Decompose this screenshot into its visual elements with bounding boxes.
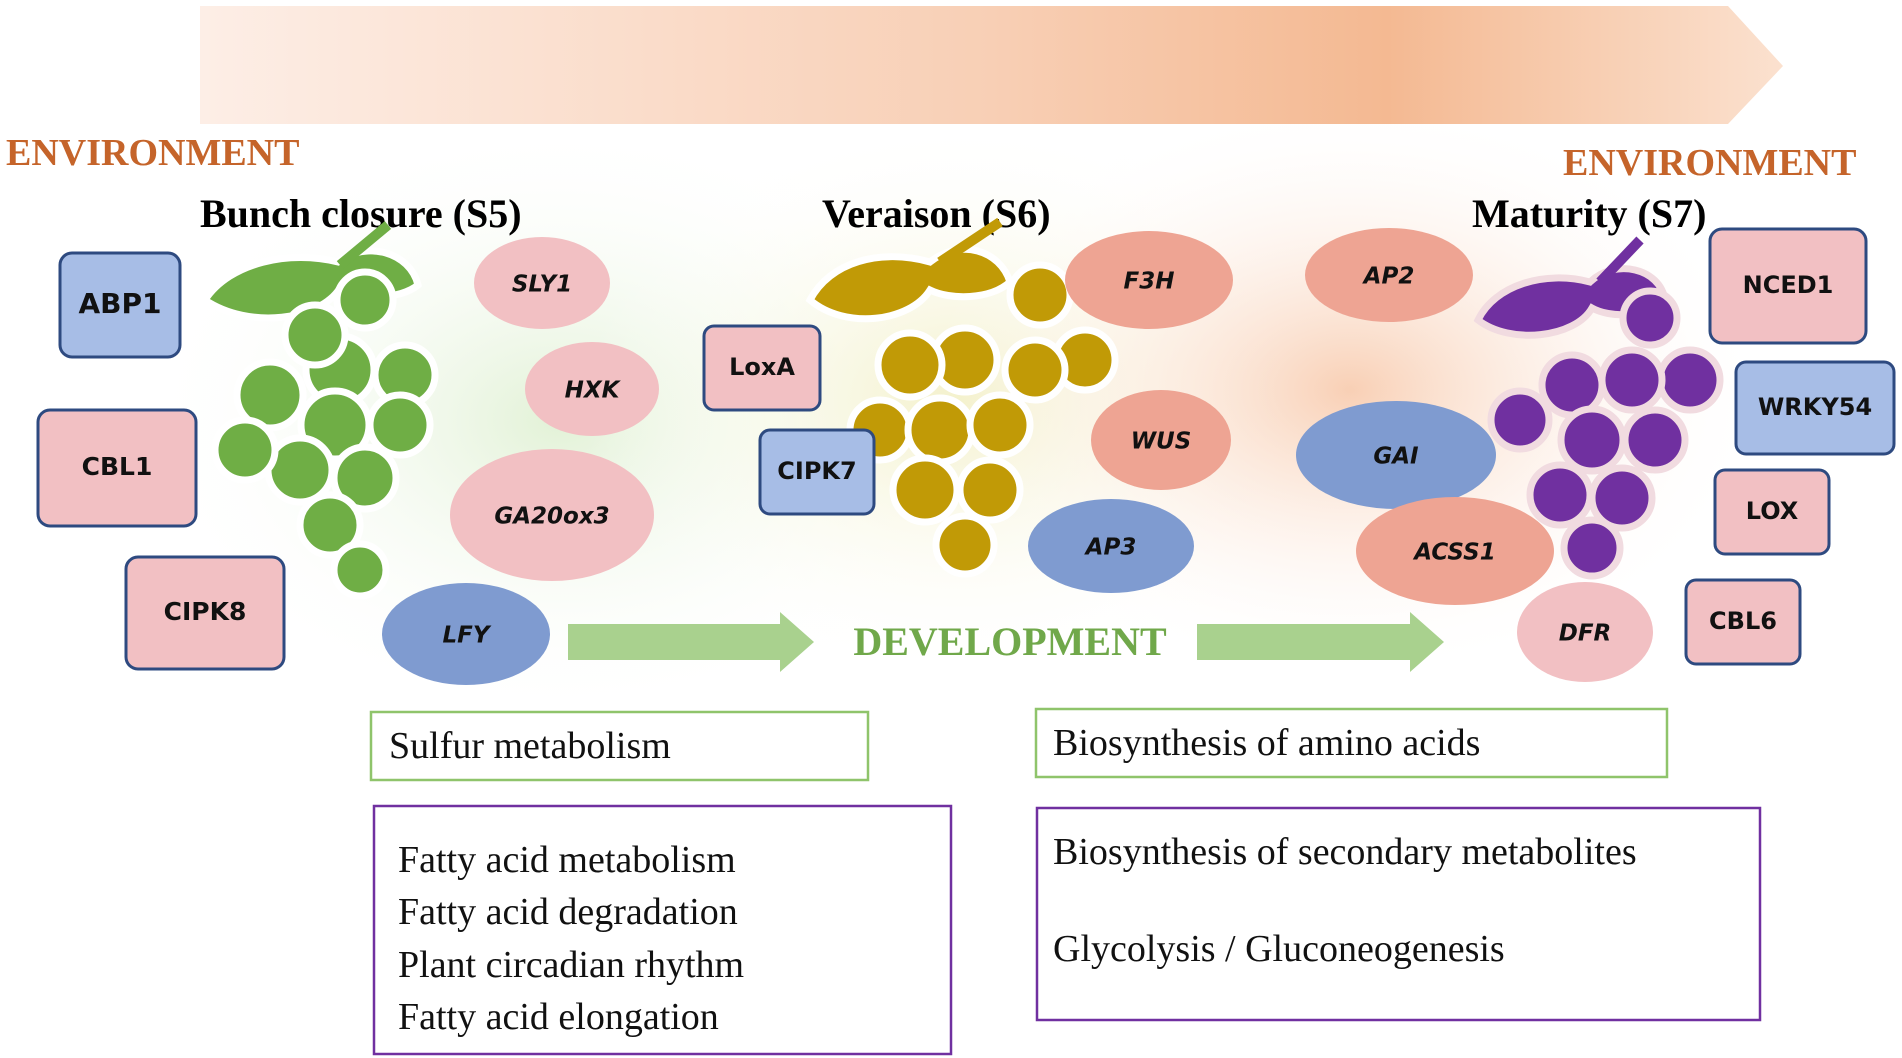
gene-lfy: LFY — [382, 583, 550, 685]
svg-text:SLY1: SLY1 — [512, 272, 572, 298]
svg-text:LFY: LFY — [442, 623, 491, 649]
svg-text:ACSS1: ACSS1 — [1412, 540, 1495, 566]
gene-cbl1: CBL1 — [36, 408, 198, 528]
pathway-box-secondary-metabolites: Biosynthesis of secondary metabolites Gl… — [1035, 806, 1762, 1022]
development-arrow-right — [1197, 612, 1444, 672]
gene-acss1: ACSS1 — [1356, 497, 1554, 605]
gene-ga20ox3: GA20ox3 — [450, 449, 654, 581]
svg-text:DFR: DFR — [1559, 621, 1612, 647]
gene-abp1: ABP1 — [58, 251, 182, 359]
gene-cipk7: CIPK7 — [758, 428, 876, 516]
svg-text:HXK: HXK — [565, 378, 622, 404]
gene-dfr: DFR — [1517, 582, 1653, 682]
gene-f3h: F3H — [1065, 231, 1233, 329]
svg-text:CBL1: CBL1 — [82, 452, 153, 481]
svg-text:Glycolysis / Gluconeogenesis: Glycolysis / Gluconeogenesis — [1053, 928, 1505, 970]
svg-text:LoxA: LoxA — [729, 353, 795, 381]
pathway-box-sulfur: Sulfur metabolism — [369, 710, 870, 782]
svg-text:CIPK8: CIPK8 — [164, 597, 247, 626]
svg-text:AP3: AP3 — [1084, 535, 1137, 561]
svg-text:AP2: AP2 — [1362, 264, 1415, 290]
stage-title-s5: Bunch closure (S5) — [200, 191, 522, 236]
gene-gai: GAI — [1296, 401, 1496, 509]
gene-cbl6: CBL6 — [1684, 578, 1802, 666]
development-arrow-left — [568, 612, 814, 672]
grape-bunch-s5 — [200, 221, 439, 600]
gene-loxa: LoxA — [702, 324, 822, 412]
svg-text:Biosynthesis of amino acids: Biosynthesis of amino acids — [1053, 722, 1480, 764]
svg-text:NCED1: NCED1 — [1743, 271, 1834, 299]
environment-label-right: ENVIRONMENT — [1563, 142, 1856, 184]
svg-text:Fatty acid elongation: Fatty acid elongation — [398, 996, 719, 1038]
gene-ap3: AP3 — [1028, 499, 1194, 593]
grape-bunch-s6 — [805, 217, 1119, 578]
gene-wus: WUS — [1091, 390, 1231, 490]
svg-text:ABP1: ABP1 — [78, 287, 161, 320]
development-label: DEVELOPMENT — [853, 619, 1167, 664]
svg-text:Plant circadian rhythm: Plant circadian rhythm — [398, 944, 744, 986]
svg-text:GAI: GAI — [1373, 444, 1419, 470]
gene-cipk8: CIPK8 — [124, 555, 286, 671]
svg-text:CBL6: CBL6 — [1709, 607, 1777, 635]
svg-text:F3H: F3H — [1124, 269, 1175, 295]
timeline-arrow — [200, 6, 1783, 124]
svg-text:Biosynthesis of secondary meta: Biosynthesis of secondary metabolites — [1053, 831, 1637, 873]
pathway-box-fatty-acid: Fatty acid metabolism Fatty acid degrada… — [372, 804, 953, 1056]
stage-title-s7: Maturity (S7) — [1472, 191, 1706, 236]
svg-text:Sulfur metabolism: Sulfur metabolism — [389, 725, 671, 767]
gene-hxk: HXK — [525, 342, 659, 436]
svg-text:GA20ox3: GA20ox3 — [494, 504, 609, 530]
gene-nced1: NCED1 — [1708, 227, 1868, 345]
svg-text:Fatty acid metabolism: Fatty acid metabolism — [398, 839, 736, 881]
gene-wrky54: WRKY54 — [1734, 360, 1896, 456]
svg-text:Fatty acid degradation: Fatty acid degradation — [398, 891, 738, 933]
svg-text:LOX: LOX — [1746, 497, 1799, 525]
grape-bunch-s7 — [1473, 236, 1724, 580]
gene-sly1: SLY1 — [474, 237, 610, 329]
pathway-box-amino-acids: Biosynthesis of amino acids — [1034, 707, 1669, 779]
gene-lox: LOX — [1713, 468, 1831, 556]
svg-text:CIPK7: CIPK7 — [777, 457, 856, 485]
svg-text:WUS: WUS — [1131, 429, 1192, 455]
svg-text:WRKY54: WRKY54 — [1758, 393, 1872, 421]
environment-label-left: ENVIRONMENT — [6, 132, 299, 174]
stage-title-s6: Veraison (S6) — [822, 191, 1051, 236]
gene-ap2: AP2 — [1305, 228, 1473, 322]
